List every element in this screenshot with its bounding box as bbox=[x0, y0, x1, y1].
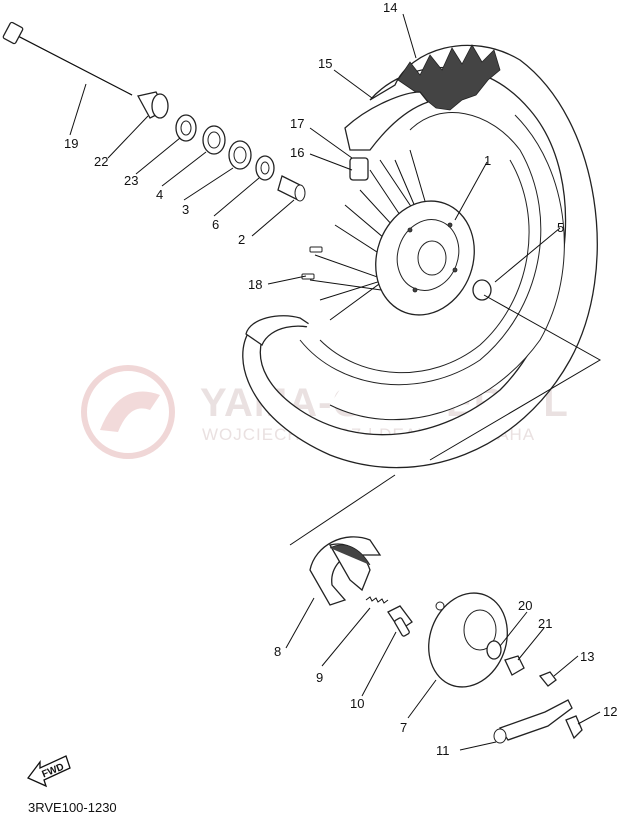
callout-2: 2 bbox=[238, 232, 245, 247]
assembly-line-bottom bbox=[289, 474, 396, 546]
callout-11: 11 bbox=[436, 743, 450, 758]
callout-13: 13 bbox=[580, 649, 594, 664]
watermark-logo-mark bbox=[100, 391, 160, 432]
callout-21: 21 bbox=[538, 616, 552, 631]
spacer bbox=[137, 91, 169, 119]
fwd-direction-marker: FWD bbox=[26, 755, 71, 788]
callout-9: 9 bbox=[316, 670, 323, 685]
lever-bolt bbox=[565, 715, 583, 740]
callout-1: 1 bbox=[484, 153, 491, 168]
callout-12: 12 bbox=[603, 704, 617, 719]
callout-18: 18 bbox=[248, 277, 262, 292]
callout-10: 10 bbox=[350, 696, 364, 711]
hub bbox=[375, 200, 475, 316]
callout-14: 14 bbox=[383, 0, 397, 15]
tire-tread bbox=[397, 44, 501, 111]
callout-19: 19 bbox=[64, 136, 78, 151]
rim-band bbox=[349, 157, 369, 181]
washer bbox=[486, 640, 502, 660]
leader-lines bbox=[69, 13, 601, 751]
watermark-logo bbox=[81, 365, 175, 459]
wheel-axle bbox=[2, 21, 133, 96]
brake-camshaft bbox=[387, 605, 413, 637]
callout-labels: 14 15 17 16 1 5 18 19 22 23 4 3 6 2 8 9 … bbox=[64, 0, 617, 758]
camshaft-nut bbox=[538, 671, 557, 687]
callout-7: 7 bbox=[400, 720, 407, 735]
spoke-nipples bbox=[301, 246, 323, 280]
inner-tube bbox=[344, 91, 430, 151]
assembly-line-top bbox=[429, 294, 602, 461]
callout-22: 22 bbox=[94, 154, 108, 169]
callout-17: 17 bbox=[290, 116, 304, 131]
callout-20: 20 bbox=[518, 598, 532, 613]
camshaft-lever bbox=[493, 699, 573, 744]
spacer-2 bbox=[277, 175, 306, 202]
brake-spring bbox=[365, 596, 389, 604]
callout-3: 3 bbox=[182, 202, 189, 217]
collar bbox=[472, 279, 492, 301]
callout-23: 23 bbox=[124, 173, 138, 188]
callout-6: 6 bbox=[212, 217, 219, 232]
callout-5: 5 bbox=[557, 220, 564, 235]
brake-shoe-plate bbox=[428, 592, 508, 688]
callout-8: 8 bbox=[274, 644, 281, 659]
fwd-label: FWD bbox=[40, 762, 65, 781]
brake-shoe bbox=[309, 536, 382, 606]
diagram-code: 3RVE100-1230 bbox=[28, 800, 117, 815]
callout-4: 4 bbox=[156, 187, 163, 202]
callout-15: 15 bbox=[318, 56, 332, 71]
axle-nut bbox=[504, 655, 525, 676]
callout-16: 16 bbox=[290, 145, 304, 160]
